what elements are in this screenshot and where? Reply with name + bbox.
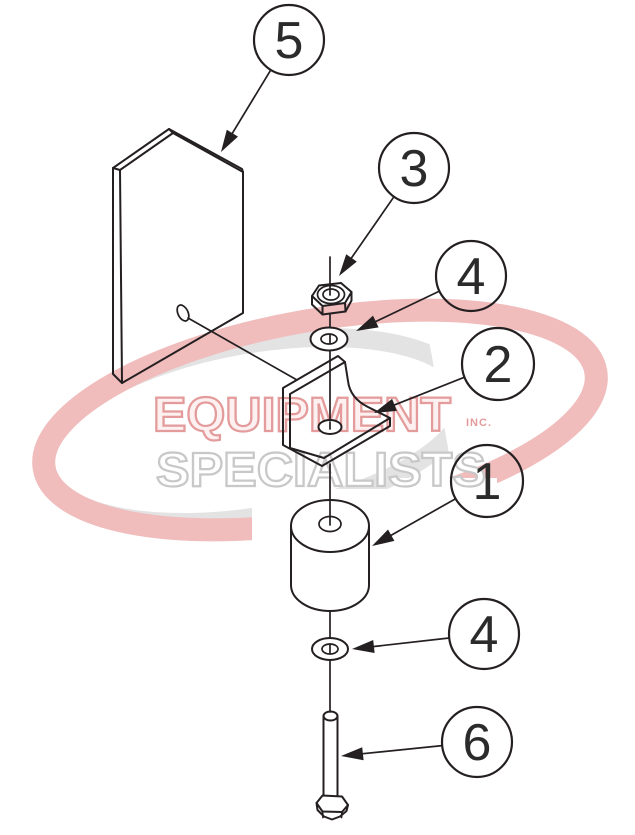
callout-4-upper-number: 4	[457, 248, 486, 306]
locknut-chamfer-ring	[316, 284, 346, 305]
plate-front-face	[119, 132, 244, 384]
bolt-shaft	[322, 715, 339, 799]
callout-5-arrowhead	[221, 129, 238, 152]
callout-3-number: 3	[400, 140, 429, 198]
callout-2-balloon	[460, 326, 536, 402]
callout-1-arrowhead	[372, 529, 395, 546]
part-bolt	[315, 710, 349, 821]
callout-3-leader	[350, 195, 395, 259]
callout-2-arrowhead	[374, 398, 397, 413]
callout-2-number: 2	[484, 336, 513, 394]
plate-alignment-line	[187, 317, 298, 381]
part-locknut	[311, 256, 353, 316]
washer-lower-hole	[321, 643, 339, 655]
callout-6: 6	[341, 705, 514, 779]
bolt-head-body	[315, 802, 349, 821]
bolt-head-top-face	[315, 794, 349, 813]
callout-5-number: 5	[275, 12, 304, 70]
callout-6-arrowhead	[341, 747, 364, 761]
part-washer-lower	[311, 637, 349, 661]
plate-corner-edge	[112, 167, 121, 171]
locknut-body	[311, 291, 353, 316]
callout-4-lower-leader	[373, 637, 451, 648]
callout-4-upper-leader	[374, 290, 441, 323]
callout-4-upper-balloon	[434, 239, 508, 313]
locknut-hole	[322, 288, 340, 301]
part-washer-upper	[309, 326, 349, 352]
part-plate	[112, 128, 298, 384]
callout-6-number: 6	[463, 714, 492, 772]
callout-4-lower-number: 4	[470, 606, 499, 664]
plate-top-right-edge	[168, 128, 244, 173]
callout-3-balloon	[377, 131, 451, 205]
callout-1-leader	[390, 497, 457, 537]
part-bracket	[282, 355, 391, 467]
callout-5: 5	[221, 3, 326, 152]
bracket-inner-edges	[289, 361, 391, 459]
callout-4-lower-balloon	[447, 597, 521, 671]
callout-5-leader	[231, 69, 272, 135]
plate-hole	[176, 304, 190, 322]
bolt-head-edges	[321, 810, 343, 819]
part-spacer	[290, 499, 370, 612]
callout-5-balloon	[252, 3, 326, 77]
locknut-body-edges	[321, 302, 347, 316]
callout-3-arrowhead	[339, 254, 357, 276]
callout-4-upper: 4	[356, 239, 508, 331]
callout-6-balloon	[440, 705, 514, 779]
watermark-knockout-right	[400, 478, 497, 543]
callout-6-leader	[362, 744, 444, 755]
bracket-silhouette	[282, 355, 391, 467]
callout-2-leader	[393, 376, 466, 406]
watermark-word-specialists: SPECIALISTS	[156, 444, 486, 497]
washer-upper-outer	[309, 326, 349, 352]
callout-1: 1	[372, 443, 525, 546]
spacer-hole	[318, 515, 342, 533]
watermark-word-inc: INC.	[466, 417, 492, 429]
washer-upper-hole	[320, 333, 338, 345]
callout-2: 2	[374, 326, 536, 413]
callout-1-balloon	[449, 443, 525, 519]
callout-4-lower: 4	[352, 597, 521, 671]
callout-3: 3	[339, 131, 451, 276]
callout-4-lower-arrowhead	[352, 640, 375, 653]
callout-4-upper-arrowhead	[356, 315, 379, 331]
callout-1-number: 1	[473, 453, 502, 511]
watermark-word-equipment: EQUIPMENT	[153, 389, 451, 442]
plate-side-edge	[112, 167, 123, 384]
